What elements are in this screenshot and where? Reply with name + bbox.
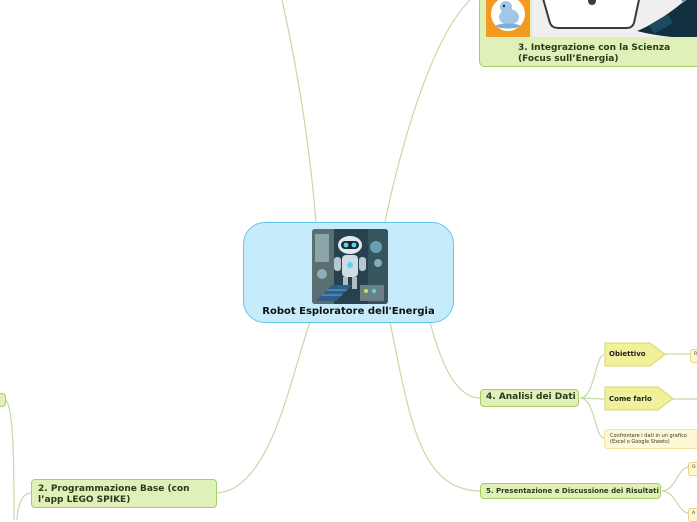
how-note-text: Confrontare i dati in un grafico (Excel …	[610, 433, 687, 445]
connector-branch-3	[384, 0, 471, 223]
connector-branch-5	[389, 321, 481, 492]
branch-5[interactable]: 5. Presentazione e Discussione dei Risul…	[480, 483, 661, 499]
connector-how	[579, 397, 605, 400]
branch-5-child-1[interactable]: O	[688, 462, 697, 476]
connector-b5-child2	[661, 490, 689, 514]
subtopic-how[interactable]: Come farlo	[604, 386, 674, 411]
connector-objective	[579, 354, 605, 399]
subtopic-objective[interactable]: Obiettivo	[604, 342, 666, 367]
objective-child[interactable]: R	[690, 349, 697, 363]
connector-top	[281, 0, 317, 223]
robot-illustration	[312, 229, 388, 304]
branch-4[interactable]: 4. Analisi dei Dati	[480, 389, 579, 407]
subtopic-objective-label: Obiettivo	[609, 350, 646, 358]
connector-left-2	[16, 492, 32, 520]
branch-2[interactable]: 2. Programmazione Base (con l’app LEGO S…	[31, 479, 217, 508]
branch-5-child-2-text: A	[692, 511, 696, 516]
branch-5-child-1-text: O	[692, 465, 696, 470]
branch-3-label: 3. Integrazione con la Scienza (Focus su…	[518, 43, 671, 64]
branch-left-offscreen[interactable]	[0, 393, 6, 407]
branch-5-label: 5. Presentazione e Discussione dei Risul…	[486, 487, 659, 495]
branch-3-thumbnail	[486, 0, 530, 37]
subtopic-how-label: Come farlo	[609, 395, 652, 403]
branch-2-label: 2. Programmazione Base (con l’app LEGO S…	[38, 484, 190, 505]
connector-branch-2	[216, 321, 311, 494]
branch-3[interactable]: 3. Integrazione con la Scienza (Focus su…	[479, 0, 697, 67]
central-title: Robot Esploratore dell'Energia	[262, 306, 435, 317]
branch-4-label: 4. Analisi dei Dati	[486, 392, 576, 402]
connector-left	[5, 399, 15, 520]
objective-child-text: R	[694, 352, 697, 357]
connector-how-note	[579, 397, 605, 439]
connector-b5-child1	[661, 466, 689, 492]
central-topic[interactable]: Robot Esploratore dell'Energia	[243, 222, 454, 323]
branch-3-socket-image	[532, 0, 697, 37]
connector-branch-4	[429, 321, 481, 399]
subtopic-how-note[interactable]: Confrontare i dati in un grafico (Excel …	[604, 429, 697, 449]
